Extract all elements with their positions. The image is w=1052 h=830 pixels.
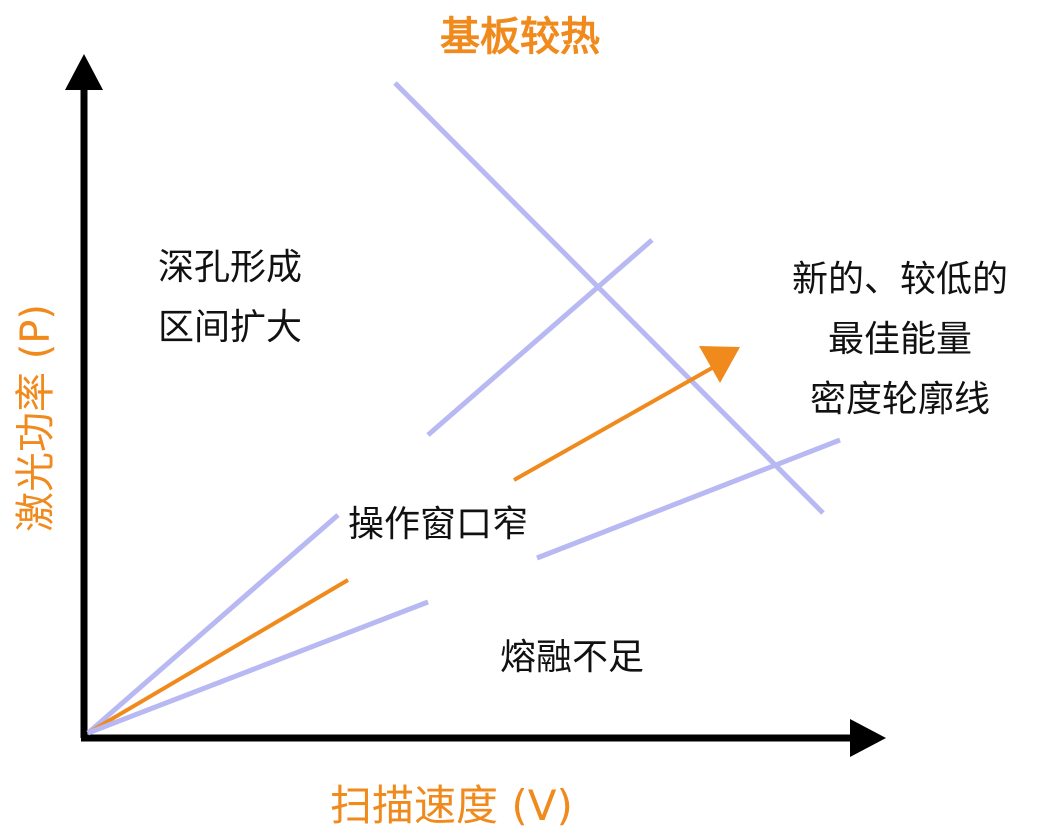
substrate-heating-boundary-line (393, 81, 825, 515)
region-label-line: 区间扩大 (158, 307, 303, 348)
region-label-line: 新的、较低的 (791, 259, 1008, 300)
y-axis-arrowhead (65, 54, 103, 90)
shift-arrow-line (513, 366, 713, 482)
region-label-line: 最佳能量 (827, 319, 972, 360)
region-label-narrow-window: 操作窗口窄 (348, 504, 529, 545)
region-label-deep-hole: 深孔形成 区间扩大 (158, 238, 302, 358)
region-label-line: 密度轮廓线 (809, 379, 990, 420)
shift-arrowhead (699, 346, 740, 383)
diagram-title: 基板较热 (440, 14, 600, 60)
region-label-new-contour: 新的、较低的 最佳能量 密度轮廓线 (740, 250, 1052, 430)
new-lower-bound-line (536, 437, 841, 561)
region-label-insufficient-melting: 熔融不足 (500, 637, 645, 678)
new-upper-bound-line (426, 238, 654, 437)
x-axis-arrowhead (850, 719, 886, 757)
x-axis-label: 扫描速度 (V) (330, 781, 573, 830)
original-upper-bound-line (86, 513, 340, 735)
original-optimal-contour-line (86, 578, 350, 735)
region-label-line: 深孔形成 (158, 247, 303, 288)
y-axis-label: 激光功率 (P) (13, 303, 59, 533)
original-lower-bound-line (87, 599, 429, 736)
